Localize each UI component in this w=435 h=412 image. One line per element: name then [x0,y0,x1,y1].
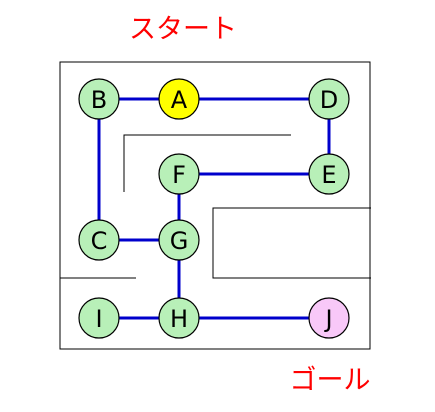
node-circle [78,219,120,261]
node-label: B [91,86,107,114]
node-label: E [321,161,336,189]
maze-outer-wall [59,61,371,350]
node-circle [78,297,120,339]
node-g: G [158,219,200,261]
node-e: E [308,153,350,195]
node-label: G [170,227,189,255]
node-circle [158,153,200,195]
node-a: A [158,78,200,120]
node-circle [308,153,350,195]
node-label: C [91,227,108,255]
maze-walls [59,61,371,350]
graph-nodes: A B C D E F G H I J [78,78,350,339]
node-f: F [158,153,200,195]
node-label: J [323,305,332,333]
node-j: J [308,297,350,339]
node-circle [308,297,350,339]
node-circle [308,78,350,120]
node-circle [158,219,200,261]
node-c: C [78,219,120,261]
node-label: H [170,305,188,333]
node-label: I [95,305,102,333]
node-b: B [78,78,120,120]
start-caption: スタート [129,14,237,45]
node-circle [158,297,200,339]
maze-inner-wall-upper [123,134,291,192]
node-label: D [320,86,338,114]
goal-caption: ゴール [290,365,371,396]
node-i: I [78,297,120,339]
maze-inner-wall-right [212,207,371,279]
node-label: A [171,86,188,114]
node-h: H [158,297,200,339]
node-circle [158,78,200,120]
node-circle [78,78,120,120]
node-label: F [172,161,186,189]
node-d: D [308,78,350,120]
